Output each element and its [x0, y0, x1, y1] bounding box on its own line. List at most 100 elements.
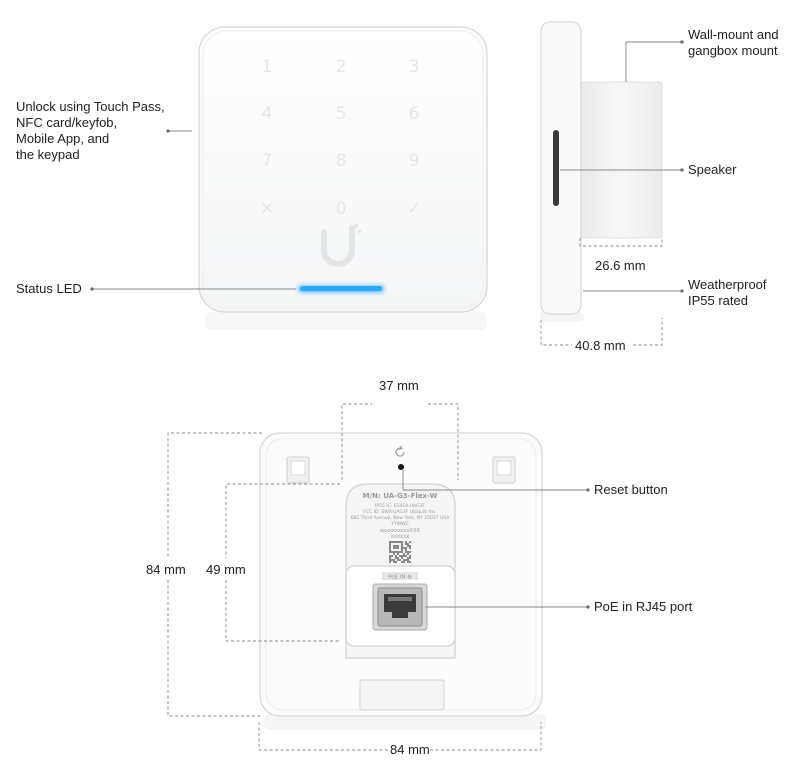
panel-side	[540, 21, 582, 315]
callout-wall-mount-line: Wall-mount and	[688, 27, 779, 42]
keypad-key: 8	[336, 151, 347, 171]
qr-module	[409, 551, 411, 553]
qr-module	[389, 555, 391, 557]
keypad-key: 9	[409, 151, 420, 171]
qr-module	[395, 545, 397, 547]
qr-module	[397, 557, 399, 559]
side-view	[540, 21, 663, 322]
qr-module	[403, 555, 405, 557]
keypad-key: ✕	[260, 199, 274, 219]
qr-module	[389, 561, 391, 563]
qr-module	[401, 555, 403, 557]
dim-mount-width: 37 mm	[379, 378, 419, 393]
qr-module	[397, 545, 399, 547]
callout-reset-button: Reset button	[594, 482, 668, 497]
qr-module	[393, 559, 395, 561]
qr-module	[393, 545, 395, 547]
qr-module	[399, 541, 401, 543]
qr-module	[397, 541, 399, 543]
qr-module	[409, 541, 411, 543]
qr-module	[407, 557, 409, 559]
dim-back-width: 84 mm	[390, 742, 430, 757]
callout-wall-mount: Wall-mount and gangbox mount	[688, 27, 779, 59]
label-line: xxxxxxxxxxXXX	[380, 528, 420, 534]
keypad-key: 2	[336, 57, 347, 77]
front-panel	[198, 26, 488, 313]
qr-module	[397, 553, 399, 555]
callout-unlock-line: the keypad	[16, 147, 80, 162]
qr-module	[389, 557, 391, 559]
qr-module	[395, 551, 397, 553]
callout-unlock-line: Unlock using Touch Pass,	[16, 99, 165, 114]
dim-mount-depth: 26.6 mm	[595, 258, 646, 273]
qr-module	[409, 557, 411, 559]
qr-module	[389, 545, 391, 547]
qr-module	[409, 545, 411, 547]
keypad-key: 5	[336, 104, 347, 124]
qr-module	[407, 553, 409, 555]
qr-module	[389, 551, 391, 553]
poe-in-label: PoE IN ⊕	[388, 575, 412, 581]
callout-poe-port: PoE in RJ45 port	[594, 599, 693, 614]
leader-lines	[92, 41, 682, 608]
qr-module	[401, 541, 403, 543]
dim-back-height: 84 mm	[146, 562, 186, 577]
bottom-tab	[359, 679, 445, 711]
qr-module	[405, 559, 407, 561]
dim-mount-height: 49 mm	[206, 562, 246, 577]
qr-module	[389, 549, 391, 551]
qr-module	[393, 547, 395, 549]
qr-module	[399, 555, 401, 557]
qr-module	[395, 541, 397, 543]
keypad-key: ✓	[407, 199, 421, 219]
qr-module	[395, 561, 397, 563]
reset-button-hole	[398, 464, 404, 470]
qr-module	[405, 551, 407, 553]
qr-code-icon	[389, 541, 411, 563]
callout-weatherproof: Weatherproof IP55 rated	[688, 277, 767, 309]
qr-module	[409, 561, 411, 563]
qr-module	[401, 547, 403, 549]
rj45-port-icon	[372, 583, 428, 631]
qr-module	[405, 549, 407, 551]
keypad-key: 4	[262, 104, 273, 124]
qr-module	[395, 547, 397, 549]
keypad-key: 3	[409, 57, 420, 77]
keypad-key: 7	[262, 151, 273, 171]
ubiquiti-logo-icon	[321, 224, 361, 267]
qr-module	[389, 559, 391, 561]
callout-unlock-line: NFC card/keyfob,	[16, 115, 118, 130]
label-line: FCC ID: SWX-UAG3F Ubiquiti Inc.	[363, 509, 436, 515]
keypad-key: 1	[262, 57, 273, 77]
qr-module	[395, 557, 397, 559]
model-number: M/N: UA-G3-Flex-W	[363, 492, 438, 500]
callout-weatherproof-line: Weatherproof	[688, 277, 767, 292]
qr-module	[403, 561, 405, 563]
qr-module	[397, 547, 399, 549]
qr-module	[391, 559, 393, 561]
qr-module	[407, 561, 409, 563]
qr-module	[407, 551, 409, 553]
qr-module	[393, 553, 395, 555]
label-line: YYWWC	[390, 521, 409, 527]
speaker-slot	[553, 130, 559, 206]
dimension-lines	[167, 238, 663, 751]
qr-module	[397, 551, 399, 553]
callout-unlock: Unlock using Touch Pass, NFC card/keyfob…	[16, 99, 165, 163]
qr-module	[405, 543, 407, 545]
qr-module	[405, 547, 407, 549]
qr-module	[397, 559, 399, 561]
qr-module	[389, 541, 391, 543]
qr-module	[391, 551, 393, 553]
back-view: M/N: UA-G3-Flex-W IP55 IC: 6545A-UAG3F F…	[259, 432, 546, 730]
qr-module	[395, 555, 397, 557]
callout-speaker: Speaker	[688, 162, 737, 177]
qr-module	[403, 553, 405, 555]
qr-module	[399, 551, 401, 553]
label-line: 685 Third Avenue, New York, NY 10017 USA	[351, 515, 450, 521]
qr-module	[389, 543, 391, 545]
qr-module	[405, 541, 407, 543]
